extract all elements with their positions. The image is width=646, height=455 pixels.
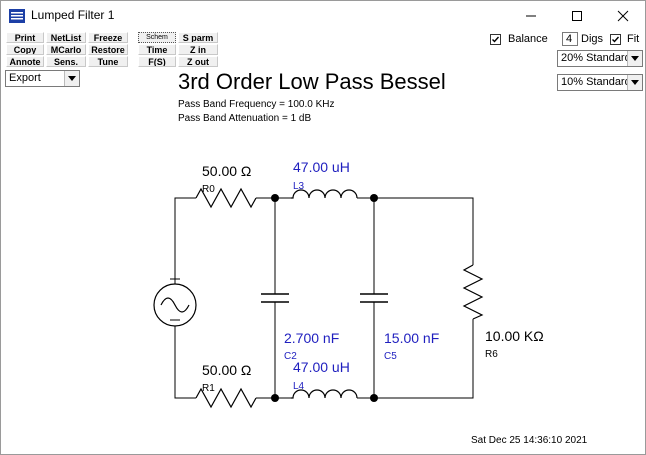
tune-button[interactable]: Tune bbox=[88, 56, 128, 67]
c2-ref: C2 bbox=[284, 351, 297, 362]
ac-source-icon bbox=[153, 274, 197, 327]
maximize-button[interactable] bbox=[554, 1, 600, 31]
freeze-button[interactable]: Freeze bbox=[88, 32, 128, 43]
export-select-value: Export bbox=[9, 72, 41, 84]
r1-value[interactable]: 50.00 Ω bbox=[202, 362, 251, 378]
tolerance-select-1[interactable]: 20% Standard bbox=[557, 50, 643, 67]
wire-bottom-right bbox=[374, 319, 474, 399]
checkmark-icon bbox=[492, 36, 500, 43]
balance-label: Balance bbox=[508, 33, 548, 45]
passband-frequency: Pass Band Frequency = 100.0 KHz bbox=[178, 99, 335, 110]
print-button[interactable]: Print bbox=[6, 32, 44, 43]
fs-button[interactable]: F(S) bbox=[138, 56, 176, 67]
mcarlo-button[interactable]: MCarlo bbox=[46, 44, 86, 55]
wire-bottom-left bbox=[174, 326, 196, 399]
r6-value[interactable]: 10.00 KΩ bbox=[485, 328, 544, 344]
tolerance-select-2-value: 10% Standard bbox=[561, 76, 631, 88]
l4-ref: L4 bbox=[293, 381, 305, 392]
time-button[interactable]: Time bbox=[138, 44, 176, 55]
resistor-r1-symbol bbox=[195, 387, 257, 409]
copy-button[interactable]: Copy bbox=[6, 44, 44, 55]
resistor-r6-symbol bbox=[462, 264, 484, 320]
annote-button[interactable]: Annote bbox=[6, 56, 44, 67]
digs-label: Digs bbox=[581, 33, 604, 45]
title-bar: Lumped Filter 1 bbox=[1, 1, 645, 31]
chevron-down-icon bbox=[64, 71, 79, 86]
inductor-l3-symbol bbox=[291, 189, 358, 199]
minimize-button[interactable] bbox=[508, 1, 554, 31]
fit-checkbox[interactable] bbox=[610, 34, 621, 45]
c5-ref: C5 bbox=[384, 351, 397, 362]
c5-value[interactable]: 15.00 nF bbox=[384, 330, 439, 346]
app-icon bbox=[9, 9, 25, 23]
node-dot bbox=[271, 194, 279, 202]
netlist-button[interactable]: NetList bbox=[46, 32, 86, 43]
sparm-button[interactable]: S parm bbox=[178, 32, 218, 43]
balance-checkbox[interactable] bbox=[490, 34, 501, 45]
checkmark-icon bbox=[612, 36, 620, 43]
node-dot bbox=[370, 194, 378, 202]
l3-ref: L3 bbox=[293, 181, 305, 192]
node-dot bbox=[370, 394, 378, 402]
c2-value[interactable]: 2.700 nF bbox=[284, 330, 339, 346]
passband-attenuation: Pass Band Attenuation = 1 dB bbox=[178, 113, 312, 124]
wire-top-left bbox=[174, 197, 196, 284]
digs-input[interactable]: 4 bbox=[562, 32, 578, 46]
maximize-icon bbox=[572, 11, 582, 21]
l3-value[interactable]: 47.00 uH bbox=[293, 159, 350, 175]
chevron-down-icon bbox=[627, 75, 642, 90]
close-icon bbox=[617, 10, 629, 22]
timestamp: Sat Dec 25 14:36:10 2021 bbox=[471, 435, 588, 446]
r0-ref: R0 bbox=[202, 184, 215, 195]
schem-button[interactable]: Schem bbox=[138, 32, 176, 43]
l4-value[interactable]: 47.00 uH bbox=[293, 359, 350, 375]
inductor-l4-symbol bbox=[291, 389, 358, 399]
restore-button[interactable]: Restore bbox=[88, 44, 128, 55]
schematic-title: 3rd Order Low Pass Bessel bbox=[178, 69, 446, 94]
resistor-r0-symbol bbox=[195, 187, 257, 209]
minimize-icon bbox=[526, 15, 536, 17]
export-select[interactable]: Export bbox=[5, 70, 80, 87]
tolerance-select-1-value: 20% Standard bbox=[561, 52, 631, 64]
zout-button[interactable]: Z out bbox=[178, 56, 218, 67]
sens-button[interactable]: Sens. bbox=[46, 56, 86, 67]
zin-button[interactable]: Z in bbox=[178, 44, 218, 55]
fit-label: Fit bbox=[627, 33, 640, 45]
r6-ref: R6 bbox=[485, 349, 498, 360]
window-title: Lumped Filter 1 bbox=[31, 8, 115, 22]
r1-ref: R1 bbox=[202, 383, 215, 394]
node-dot bbox=[271, 394, 279, 402]
close-button[interactable] bbox=[600, 1, 646, 31]
wire-top-right bbox=[374, 197, 474, 265]
r0-value[interactable]: 50.00 Ω bbox=[202, 163, 251, 179]
chevron-down-icon bbox=[627, 51, 642, 66]
tolerance-select-2[interactable]: 10% Standard bbox=[557, 74, 643, 91]
